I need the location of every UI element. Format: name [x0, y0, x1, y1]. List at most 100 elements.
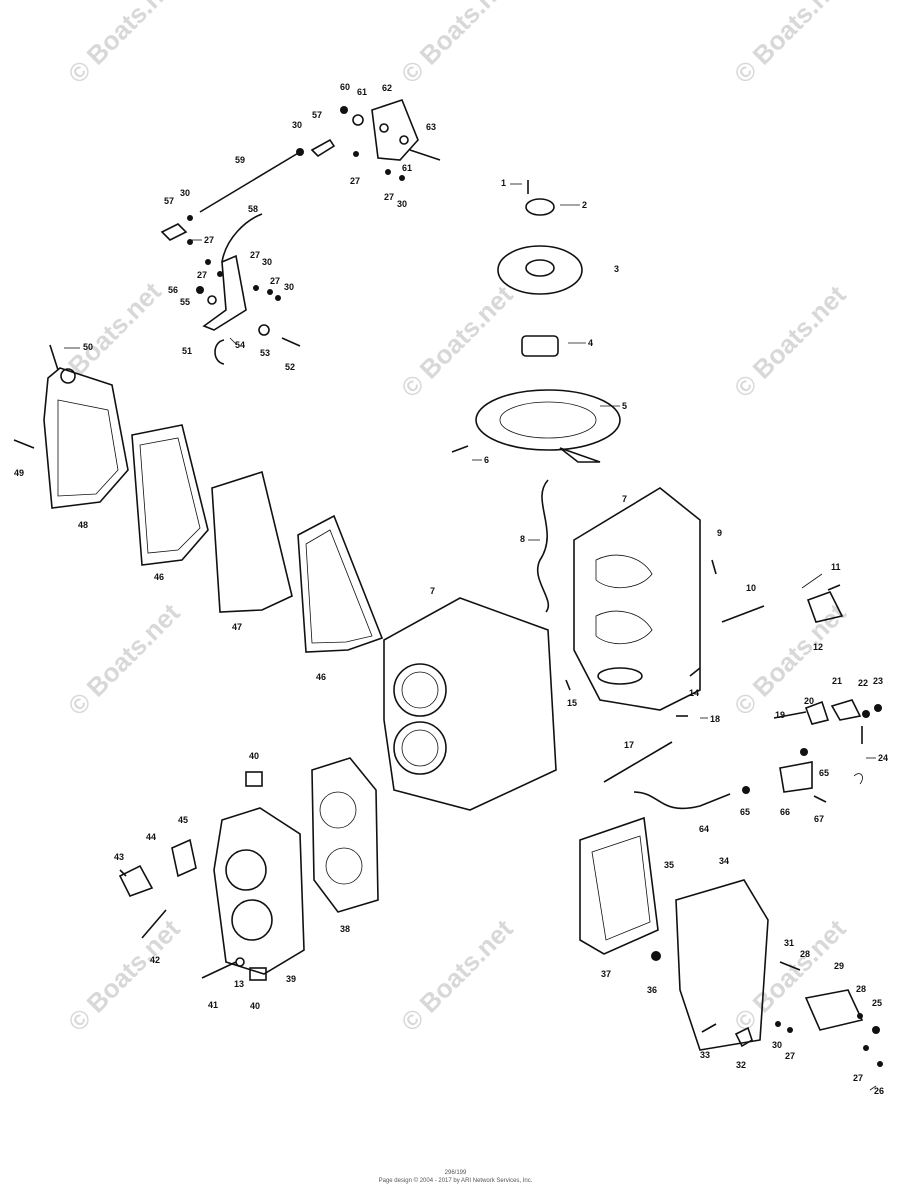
cylinder-head-assembly	[118, 757, 379, 981]
manifold-34	[675, 879, 769, 1051]
clamp-66	[779, 761, 813, 793]
bolt-41	[201, 961, 237, 979]
callout-24: 24	[878, 753, 888, 763]
callout-27h: 27	[853, 1073, 863, 1083]
plate-47	[211, 470, 293, 613]
callout-58: 58	[248, 204, 258, 214]
callout-57b: 57	[164, 196, 174, 206]
callout-27c: 27	[204, 235, 214, 245]
gasket-38	[311, 757, 379, 913]
callout-28: 28	[800, 949, 810, 959]
screw-33	[701, 1023, 717, 1033]
fitting-32	[734, 1026, 753, 1048]
part-21	[830, 699, 862, 721]
washer-13	[235, 957, 245, 967]
callout-40b: 40	[250, 1001, 260, 1011]
callout-53: 53	[260, 348, 270, 358]
callout-11: 11	[831, 562, 841, 572]
callout-27e: 27	[197, 270, 207, 280]
callout-15: 15	[567, 698, 577, 708]
hose-8	[537, 479, 549, 613]
link-rod-59	[199, 151, 301, 213]
callout-30b: 30	[180, 188, 190, 198]
callout-51: 51	[182, 346, 192, 356]
gasket-46	[131, 424, 209, 566]
callout-44: 44	[146, 832, 156, 842]
callout-50: 50	[83, 342, 93, 352]
callout-27f: 27	[270, 276, 280, 286]
callout-46: 46	[154, 572, 164, 582]
crankcase-assembly	[383, 479, 765, 811]
callout-14: 14	[689, 688, 699, 698]
callout-20: 20	[804, 696, 814, 706]
washer-53	[258, 324, 270, 336]
cover-44	[118, 864, 154, 897]
plate-5	[475, 389, 621, 451]
seal-2	[525, 198, 555, 216]
screw-10	[721, 605, 765, 623]
callout-12: 12	[813, 642, 823, 652]
callout-5: 5	[622, 401, 627, 411]
callout-61b: 61	[402, 163, 412, 173]
cover-48	[43, 367, 129, 509]
nut-30	[296, 148, 304, 156]
callout-27: 27	[350, 176, 360, 186]
callout-22: 22	[858, 678, 868, 688]
callout-62: 62	[382, 83, 392, 93]
callout-7: 7	[622, 494, 627, 504]
callout-17: 17	[624, 740, 634, 750]
callout-29: 29	[834, 961, 844, 971]
gasket-46b	[297, 514, 384, 653]
clip-51	[214, 339, 225, 365]
plate-62	[371, 99, 419, 161]
callout-33: 33	[700, 1050, 710, 1060]
upper-seal-assembly	[451, 180, 621, 463]
plug-40	[245, 771, 263, 787]
callout-52: 52	[285, 362, 295, 372]
callout-32: 32	[736, 1060, 746, 1070]
plug-15	[565, 679, 571, 691]
tube-64	[633, 791, 731, 810]
callout-60: 60	[340, 82, 350, 92]
lever-57	[310, 138, 336, 158]
callout-37: 37	[601, 969, 611, 979]
callout-34: 34	[719, 856, 729, 866]
callout-30d: 30	[262, 257, 272, 267]
cylinder-head-39	[213, 807, 305, 975]
callout-65b: 65	[819, 768, 829, 778]
screw-49	[13, 439, 35, 449]
screw-19	[773, 711, 807, 719]
callout-40: 40	[249, 751, 259, 761]
callout-30: 30	[292, 120, 302, 130]
callout-26: 26	[874, 1086, 884, 1096]
callout-23: 23	[873, 676, 883, 686]
gasket-37	[579, 816, 659, 955]
screw-67	[813, 795, 827, 803]
footer-copyright: Page design © 2004 - 2017 by ARI Network…	[378, 1178, 533, 1184]
plate-3	[497, 245, 583, 295]
clip-12	[806, 591, 844, 623]
screw-63	[409, 149, 441, 161]
callout-43: 43	[114, 852, 124, 862]
callout-30f: 30	[772, 1040, 782, 1050]
callout-47: 47	[232, 622, 242, 632]
callout-42: 42	[150, 955, 160, 965]
callout-8: 8	[520, 534, 525, 544]
callout-27g: 27	[785, 1051, 795, 1061]
screw-50	[49, 344, 59, 371]
callout-27d: 27	[250, 250, 260, 260]
callout-66: 66	[780, 807, 790, 817]
lever-57b	[160, 223, 188, 241]
callout-41: 41	[208, 1000, 218, 1010]
screw-11	[827, 584, 841, 591]
thermostat-42	[141, 909, 167, 939]
callout-57: 57	[312, 110, 322, 120]
callout-46b: 46	[316, 672, 326, 682]
screw-6	[451, 445, 469, 453]
callout-21: 21	[832, 676, 842, 686]
hose-17	[603, 741, 673, 783]
callout-31: 31	[784, 938, 794, 948]
callout-18: 18	[710, 714, 720, 724]
callout-59: 59	[235, 155, 245, 165]
